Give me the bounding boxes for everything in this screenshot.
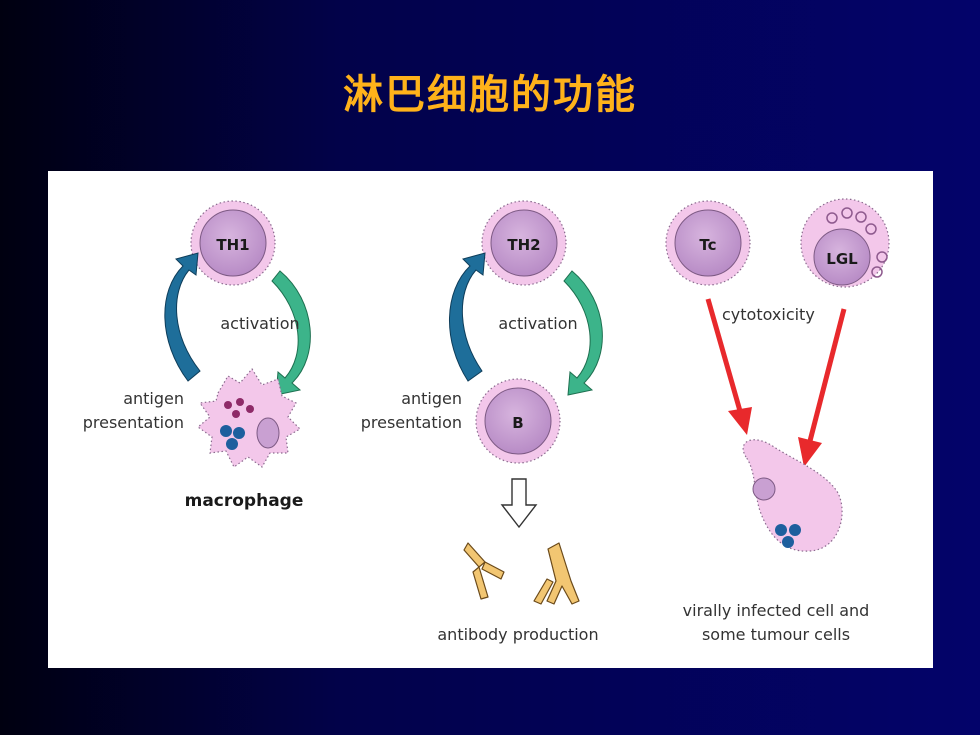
activation-arrow-1 <box>271 270 311 396</box>
secretion-arrow <box>500 478 538 529</box>
macrophage-cell <box>197 367 301 468</box>
lymphocyte-function-diagram: TH1 activation antigen presentation macr… <box>48 171 933 668</box>
th1-cell: TH1 <box>190 200 276 286</box>
tc-cell: Tc <box>665 200 751 286</box>
antigen-label-1: antigen <box>123 389 184 408</box>
th1-label: TH1 <box>216 236 249 254</box>
lgl-cell: LGL <box>800 198 890 288</box>
activation-label-1: activation <box>220 314 299 333</box>
activation-label-2: activation <box>498 314 577 333</box>
b-cell: B <box>475 378 561 464</box>
slide-title: 淋巴细胞的功能 <box>343 72 637 118</box>
target-cell-label-line2: some tumour cells <box>702 625 850 644</box>
infected-target-cell <box>742 439 843 552</box>
th2-cell: TH2 <box>481 200 567 286</box>
target-cell-label-line1: virally infected cell and <box>683 601 870 620</box>
activation-arrow-2 <box>563 270 603 396</box>
b-cell-label: B <box>512 414 523 432</box>
lgl-label: LGL <box>826 250 858 268</box>
cytotoxicity-arrow-right <box>798 308 847 467</box>
antigen-presentation-arrow-1 <box>164 252 201 382</box>
antibody-1 <box>463 542 505 600</box>
cytotoxicity-arrow-left <box>705 298 752 435</box>
presentation-label-1: presentation <box>83 413 184 432</box>
antigen-presentation-arrow-2 <box>449 252 486 382</box>
macrophage-label: macrophage <box>185 491 304 511</box>
cytotoxicity-label: cytotoxicity <box>722 305 815 324</box>
presentation-label-2: presentation <box>361 413 462 432</box>
th2-label: TH2 <box>507 236 540 254</box>
diagram-canvas: TH1 activation antigen presentation macr… <box>83 198 890 644</box>
antibody-2 <box>533 542 580 605</box>
tc-label: Tc <box>699 236 716 254</box>
antigen-label-2: antigen <box>401 389 462 408</box>
antibody-production-label: antibody production <box>437 625 598 644</box>
